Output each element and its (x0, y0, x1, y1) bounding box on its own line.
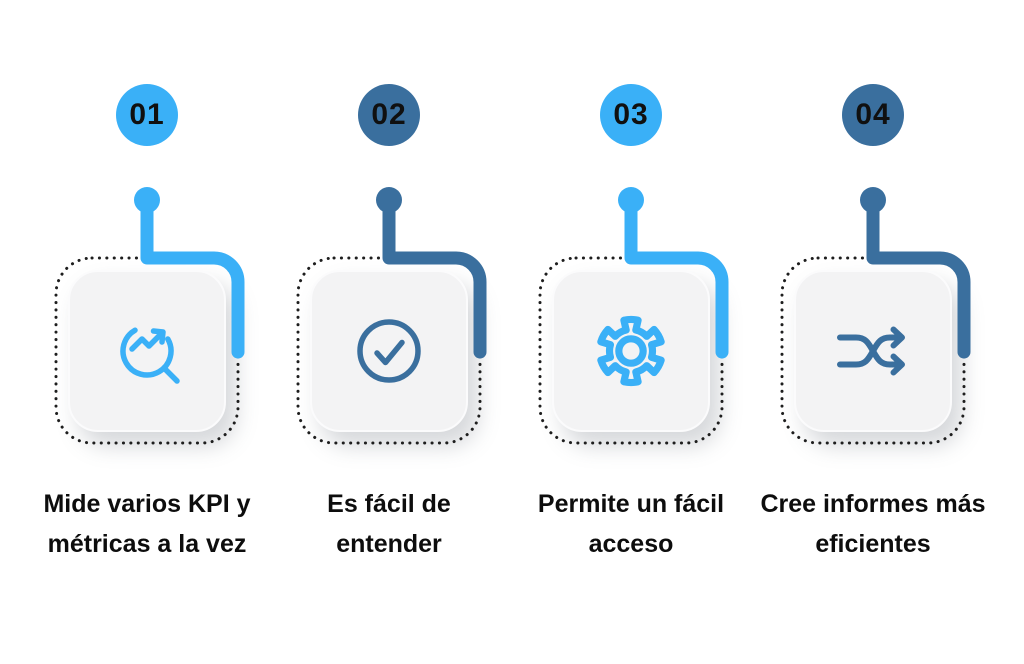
step-label: Cree informes más eficientes (760, 490, 986, 558)
step-number-badge: 02 (358, 84, 420, 146)
connector-line (134, 187, 245, 359)
gear-icon (597, 315, 665, 387)
connector-line (860, 187, 971, 359)
step-label: Permite un fácil acceso (537, 490, 725, 558)
icon-card (552, 270, 710, 432)
search-trend-icon (120, 327, 180, 384)
icon-card (310, 270, 468, 432)
step-number: 03 (613, 98, 649, 131)
step-number-badge: 04 (842, 84, 904, 146)
connector-line (618, 187, 729, 359)
step-number-badge: 03 (600, 84, 662, 146)
shuffle-icon (837, 326, 905, 376)
icon-card (794, 270, 952, 432)
step-number: 02 (371, 98, 407, 131)
icon-card (68, 270, 226, 432)
step-number: 04 (855, 98, 891, 131)
step-column-1: 01 Mide varios KPI y métricas a la vez (26, 0, 268, 664)
connector-line (376, 187, 487, 359)
step-column-4: 04 Cree informes más eficientes (752, 0, 994, 664)
step-number: 01 (129, 98, 165, 131)
step-label: Es fácil de entender (327, 490, 451, 558)
step-column-3: 03 Permite un fácil acceso (510, 0, 752, 664)
step-column-2: 02 Es fácil de entender (268, 0, 510, 664)
step-label: Mide varios KPI y métricas a la vez (43, 490, 251, 558)
check-circle-icon (357, 319, 421, 383)
step-number-badge: 01 (116, 84, 178, 146)
